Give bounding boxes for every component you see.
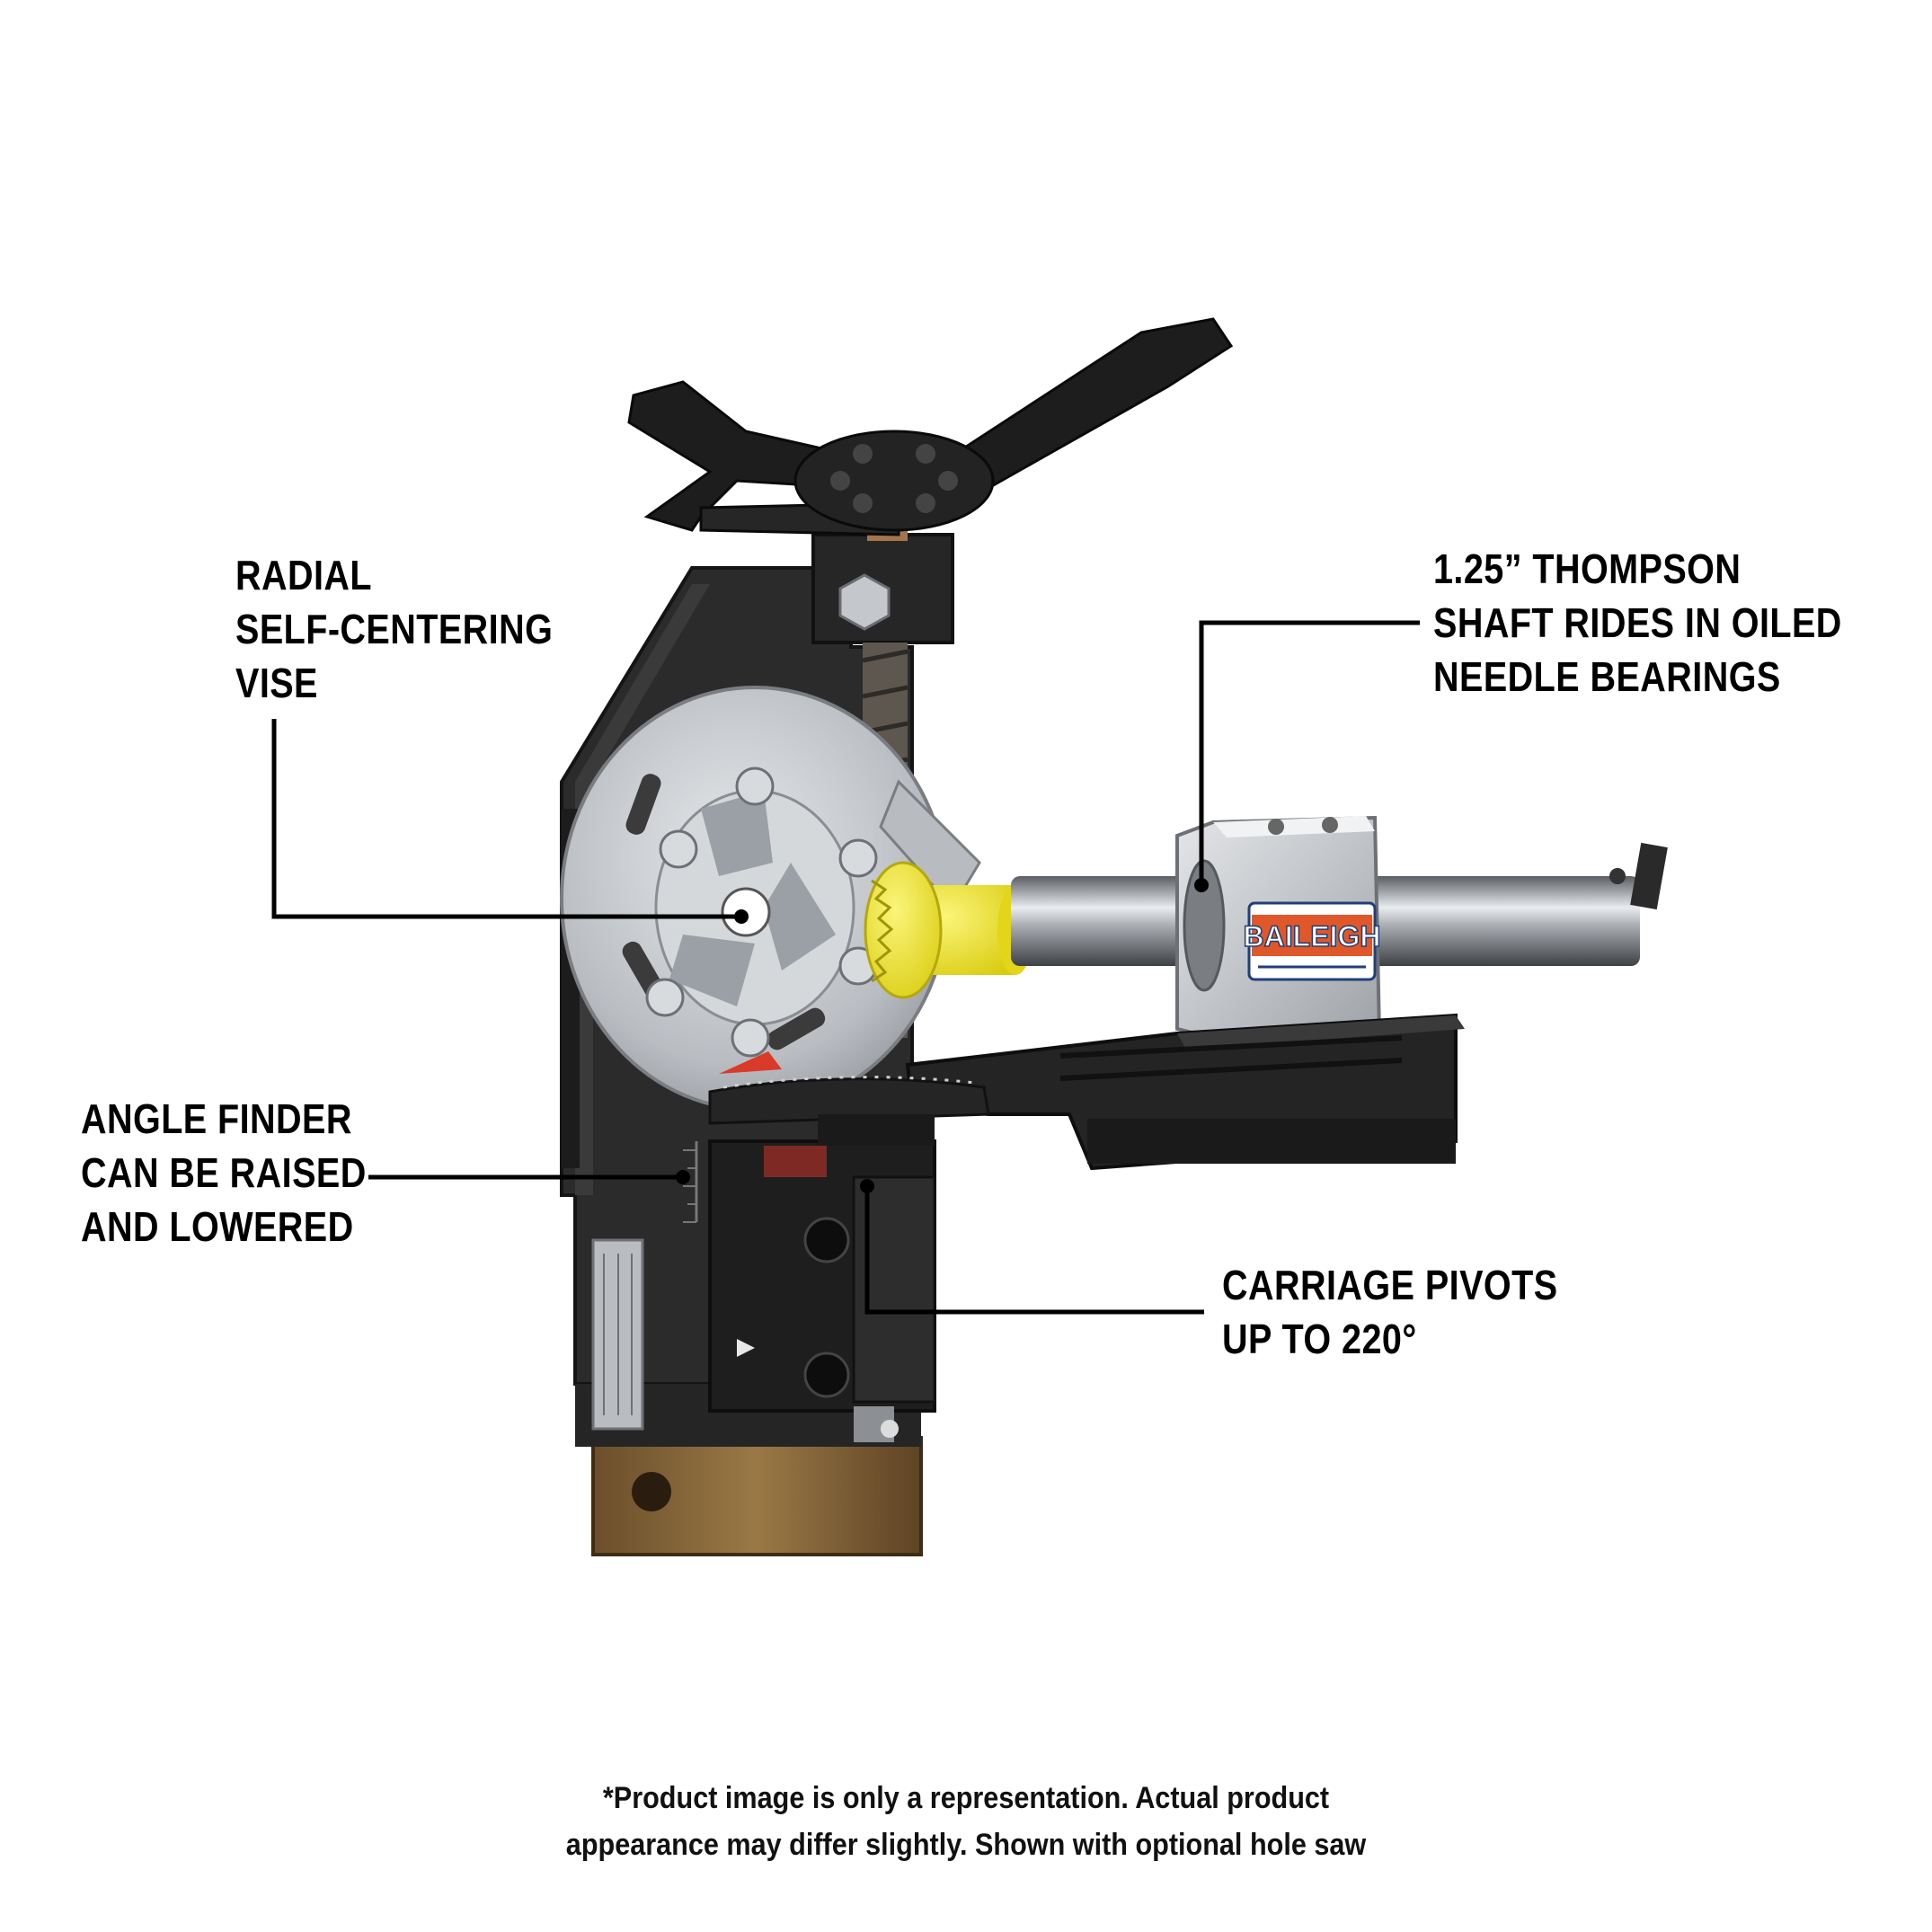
callout-vise-line-1: RADIAL: [235, 552, 373, 598]
callout-carriage-pivots: CARRIAGE PIVOTS UP TO 220°: [1222, 1258, 1558, 1366]
serial-plate: [591, 1238, 644, 1431]
callout-thompson-shaft: 1.25” THOMPSON SHAFT RIDES IN OILED NEED…: [1433, 542, 1842, 704]
callout-carriage-line-2: UP TO 220°: [1222, 1316, 1417, 1362]
callout-shaft-line-2: SHAFT RIDES IN OILED: [1433, 599, 1842, 646]
angle-finder-dial: [708, 1051, 990, 1177]
angle-scale: [683, 1141, 698, 1223]
product-disclaimer: *Product image is only a representation.…: [0, 1775, 1932, 1868]
carriage-base: [905, 1013, 1465, 1171]
callout-angle-finder: ANGLE FINDER CAN BE RAISED AND LOWERED: [81, 1092, 367, 1254]
shaft-leader-line: [1199, 620, 1420, 885]
hole-saw: [864, 861, 1033, 999]
callout-vise-line-2: SELF-CENTERING: [235, 606, 554, 652]
carriage-leader-line: [864, 1186, 1204, 1315]
callout-angle-line-1: ANGLE FINDER: [81, 1095, 352, 1142]
callout-vise-line-3: VISE: [235, 660, 318, 706]
callout-radial-vise: RADIAL SELF-CENTERING VISE: [235, 548, 553, 710]
callout-angle-line-3: AND LOWERED: [81, 1203, 354, 1250]
callout-carriage-line-1: CARRIAGE PIVOTS: [1222, 1262, 1558, 1308]
vise-leader-line: [271, 719, 741, 919]
callout-lines: [271, 620, 1420, 1315]
bearing-block: BAILEIGH: [1175, 815, 1381, 1045]
vise-handle: [627, 317, 1234, 536]
disclaimer-line-1: *Product image is only a representation.…: [602, 1781, 1330, 1815]
disclaimer-line-2: appearance may differ slightly. Shown wi…: [565, 1828, 1367, 1862]
self-centering-vise-disc: [560, 686, 981, 1112]
callout-shaft-line-3: NEEDLE BEARINGS: [1433, 653, 1781, 700]
callout-angle-line-2: CAN BE RAISED: [81, 1149, 367, 1196]
brand-plate-text: BAILEIGH: [1244, 920, 1381, 953]
callout-shaft-line-1: 1.25” THOMPSON: [1433, 545, 1741, 592]
slide-channel: [708, 1139, 936, 1442]
